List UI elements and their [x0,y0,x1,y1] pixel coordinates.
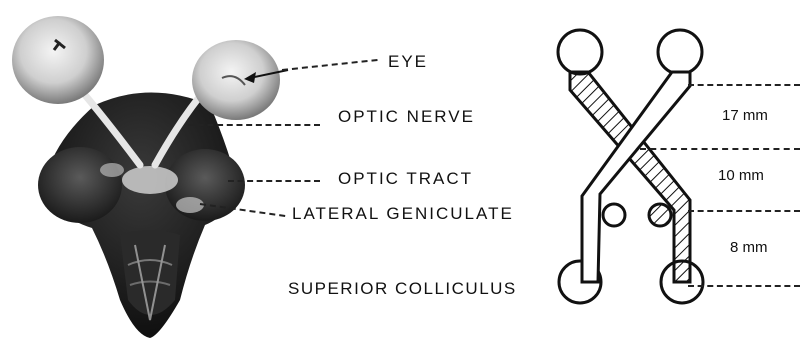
lateral-geniculate-label: LATERAL GENICULATE [292,205,514,222]
optic-tract-leader-line [228,180,320,182]
measurement-17mm: 17 mm [722,108,768,123]
chamber-diagram [540,20,720,320]
measure-line-top [688,84,800,86]
measure-line-2 [640,148,800,150]
measurement-8mm: 8 mm [730,240,768,255]
eye-label: EYE [388,53,428,70]
measurement-10mm: 10 mm [718,168,764,183]
optic-nerve-leader-line [188,124,320,126]
superior-colliculus-label: SUPERIOR COLLICULUS [288,280,517,297]
optic-tract-label: OPTIC TRACT [338,170,473,187]
measure-line-3 [688,210,800,212]
eye-pointer-arrow [240,60,290,90]
brain-photograph [0,0,300,344]
optic-nerve-label: OPTIC NERVE [338,108,475,125]
measure-line-bottom [688,285,800,287]
